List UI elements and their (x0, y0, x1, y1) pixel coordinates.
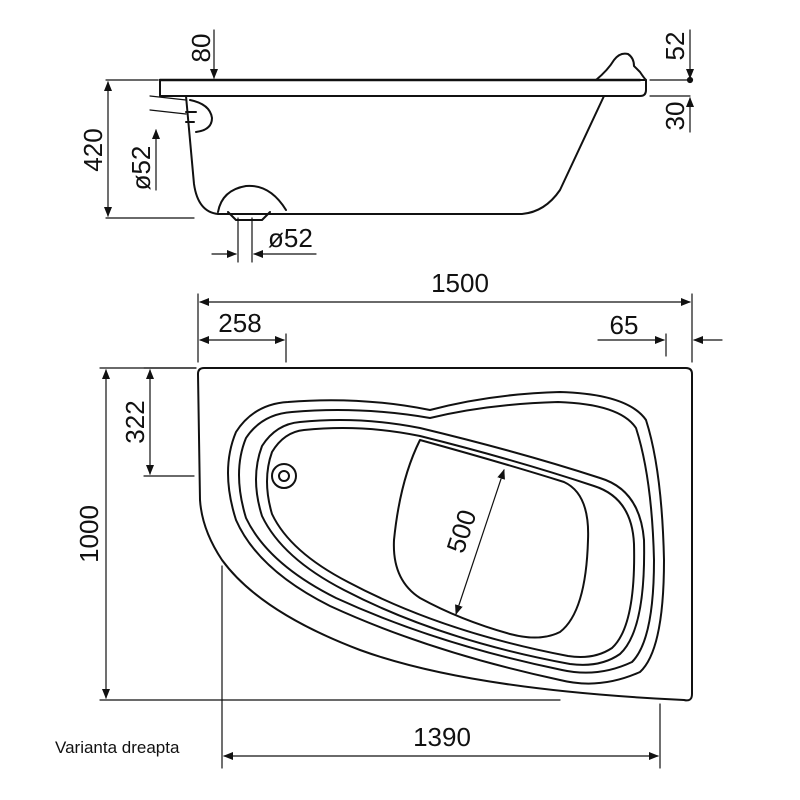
top-view-drain (271, 463, 297, 489)
dim-overflow-diameter: ø52 (126, 146, 156, 191)
side-view (158, 52, 647, 221)
dim-inner-width: 500 (440, 506, 482, 557)
side-view-rim (159, 79, 647, 97)
top-view-outer-shell (197, 367, 693, 702)
dim-right-offset: 65 (610, 310, 639, 340)
dim-top-right: 52 (660, 32, 690, 61)
top-view-basin (255, 419, 646, 666)
dim-side-height: 420 (78, 128, 108, 171)
dim-drain-diameter: ø52 (268, 223, 313, 253)
dim-rim-thickness: 80 (186, 34, 216, 63)
top-view (197, 367, 693, 702)
dim-length: 1500 (431, 268, 489, 298)
top-view-rim-line-2 (238, 401, 655, 674)
top-view-rim-line (227, 391, 665, 685)
dim-drain-offset: 322 (120, 400, 150, 443)
variant-caption: Varianta dreapta (55, 738, 180, 757)
side-view-backrest (595, 52, 647, 81)
dim-bottom-right: 30 (660, 102, 690, 131)
dim-left-offset: 258 (218, 308, 261, 338)
top-view-basin-line (266, 427, 636, 658)
dim-bottom-length: 1390 (413, 722, 471, 752)
side-view-overflow (185, 99, 213, 133)
top-view-seat (392, 439, 590, 639)
side-view-drain (217, 184, 287, 221)
dim-width: 1000 (74, 505, 104, 563)
side-view-body (185, 95, 605, 215)
